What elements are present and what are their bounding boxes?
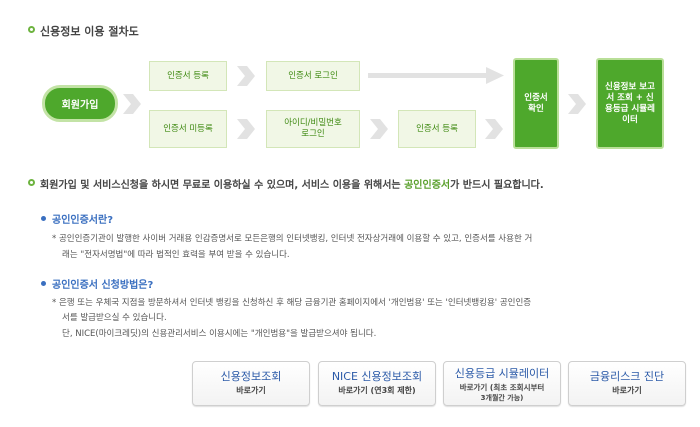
bullet-icon — [41, 216, 46, 221]
flow-cert-confirm: 인증서 확인 — [513, 58, 559, 149]
q1-line1: * 공인인증기관이 발행한 사이버 거래용 인감증명서로 모든은행의 인터넷뱅킹… — [52, 234, 533, 244]
q2-title: 공인인증서 신청방법은? — [52, 280, 154, 291]
chevron-right-icon — [237, 66, 255, 86]
button-title: 신용등급 시뮬레이터 — [454, 367, 550, 380]
section-bullet-icon — [28, 179, 35, 186]
button-subtitle: 바로가기 — [612, 386, 642, 395]
q2-line3: 단, NICE(마이크레딧)의 신용관리서비스 이용시에는 "개인범용"을 발급… — [62, 329, 377, 339]
chevron-right-icon — [237, 119, 255, 139]
flow-final-report: 신용정보 보고서 조회 + 신용등급 시뮬레이터 — [596, 58, 664, 149]
flow-cert-register: 인증서 등록 — [149, 61, 227, 91]
service-notice: 회원가입 및 서비스신청을 하시면 무료로 이용하실 수 있으며, 서비스 이용… — [40, 176, 544, 191]
q1-line2: 래는 "전자서명법"에 따라 법적인 효력을 부여 받을 수 있습니다. — [62, 250, 290, 260]
bullet-icon — [41, 281, 46, 286]
button-subtitle-2: 3개월간 가능) — [480, 394, 524, 402]
button-title: 신용정보조회 — [220, 370, 282, 383]
flow-cert-register-2: 인증서 등록 — [398, 110, 476, 148]
q1-title: 공인인증서란? — [52, 215, 114, 226]
q2-line2: 서를 발급받으실 수 있습니다. — [62, 313, 167, 323]
nice-credit-lookup-button[interactable]: NICE 신용정보조회 바로가기 (연3회 제한) — [318, 361, 436, 406]
section-title-procedure: 신용정보 이용 절차도 — [40, 25, 139, 38]
button-subtitle: 바로가기 (연3회 제한) — [338, 386, 416, 395]
button-subtitle: 바로가기 (최초 조회시부터 — [459, 383, 545, 392]
section-bullet-icon — [28, 26, 35, 33]
q2-line1: * 은행 또는 우체국 지점을 방문하셔서 인터넷 뱅킹을 신청하신 후 해당 … — [52, 298, 532, 308]
service-notice-text: 회원가입 및 서비스신청을 하시면 무료로 이용하실 수 있으며, 서비스 이용… — [40, 180, 405, 191]
flow-diagram: 회원가입 인증서 등록 인증서 로그인 인증서 미등록 아이디/비밀번호 로그인… — [0, 0, 700, 170]
chevron-right-icon — [123, 94, 141, 114]
chevron-right-icon — [485, 119, 503, 139]
financial-risk-button[interactable]: 금융리스크 진단 바로가기 — [568, 361, 686, 406]
flow-cert-login: 인증서 로그인 — [266, 61, 360, 91]
credit-info-lookup-button[interactable]: 신용정보조회 바로가기 — [192, 361, 310, 406]
chevron-right-icon — [370, 119, 388, 139]
long-arrow-icon — [368, 67, 504, 84]
flow-id-password-login: 아이디/비밀번호 로그인 — [266, 110, 360, 148]
button-subtitle: 바로가기 — [236, 386, 266, 395]
credit-simulator-button[interactable]: 신용등급 시뮬레이터 바로가기 (최초 조회시부터 3개월간 가능) — [443, 361, 561, 406]
button-title: NICE 신용정보조회 — [331, 370, 423, 383]
flow-cert-unregistered: 인증서 미등록 — [149, 110, 227, 148]
flow-signup: 회원가입 — [42, 85, 118, 122]
service-notice-highlight: 공인인증서 — [404, 180, 451, 191]
chevron-right-icon — [568, 94, 586, 114]
button-title: 금융리스크 진단 — [589, 370, 665, 383]
service-notice-text-end: 가 반드시 필요합니다. — [450, 180, 544, 191]
